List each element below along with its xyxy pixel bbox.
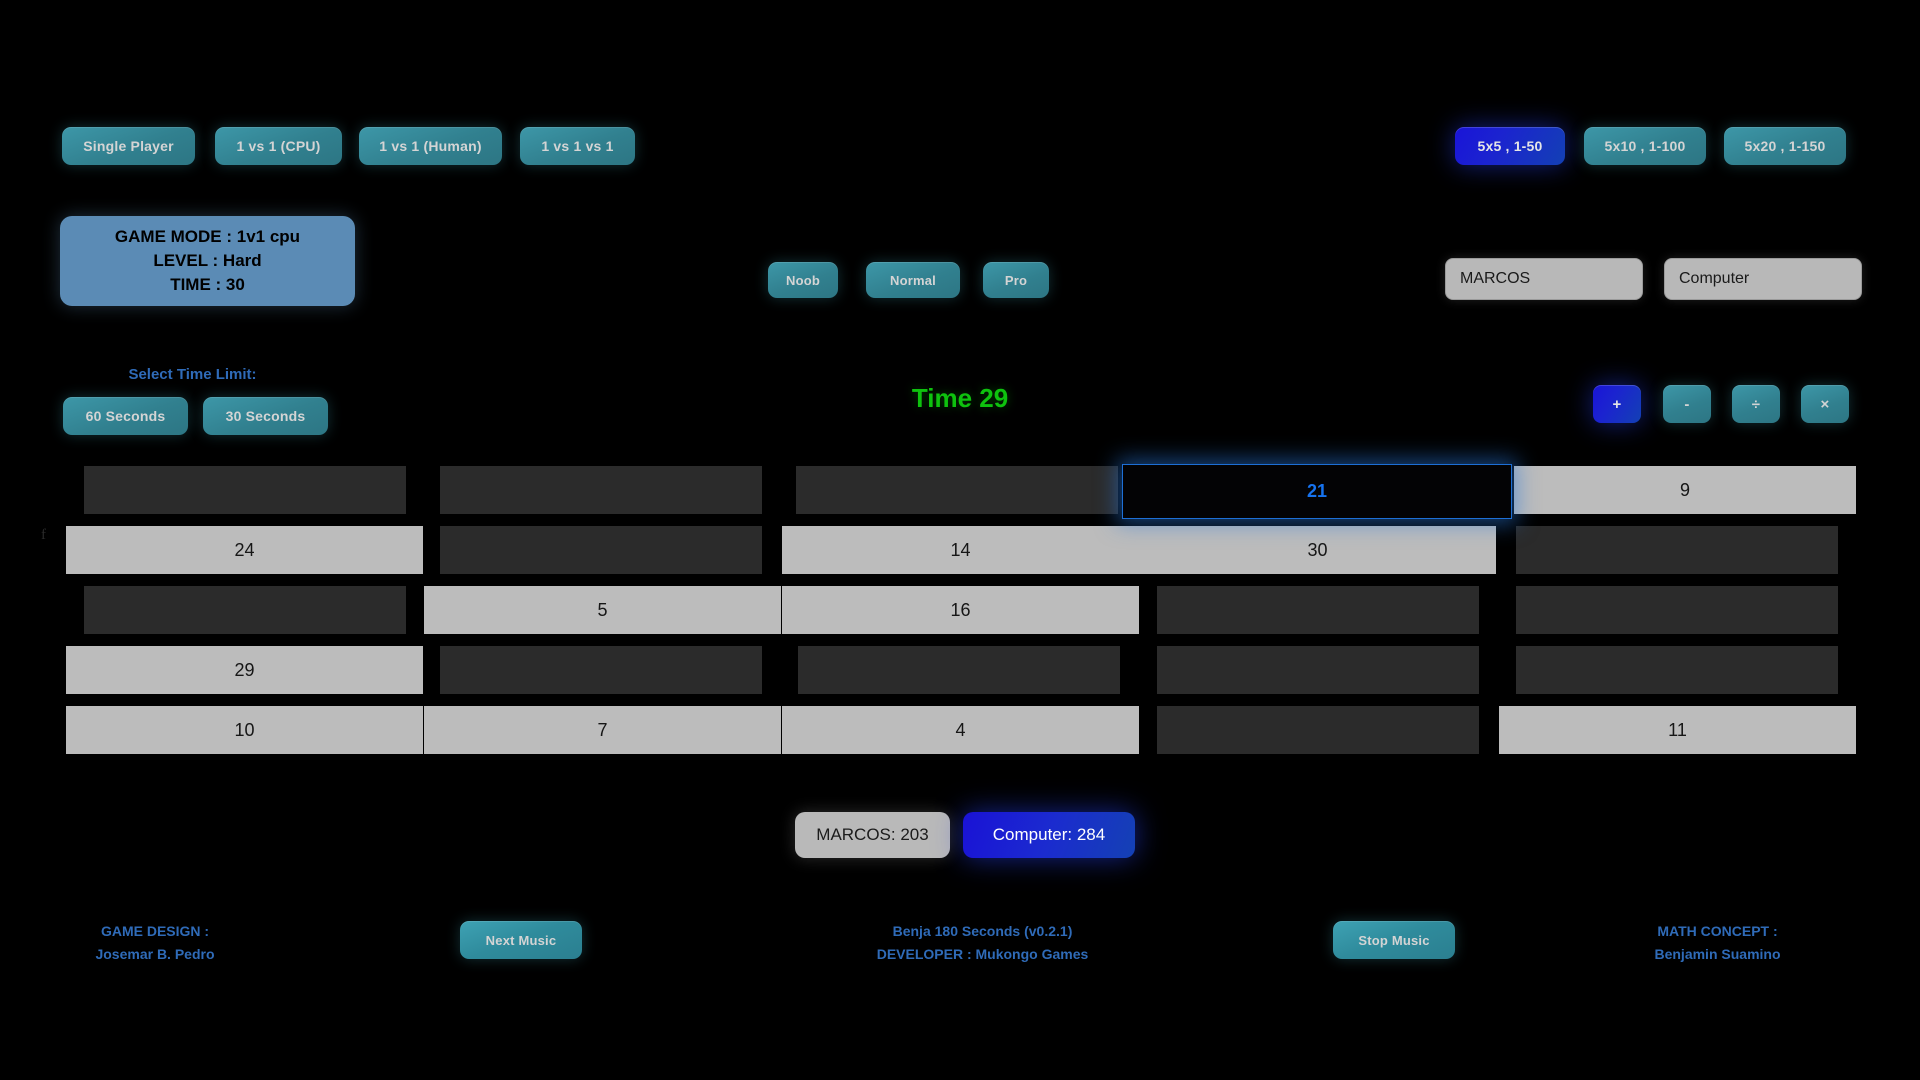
size-button-5x10-1-100[interactable]: 5x10 , 1-100 <box>1584 127 1706 165</box>
info-level: LEVEL : Hard <box>153 251 262 270</box>
stop-music-label: Stop Music <box>1358 932 1430 948</box>
grid-cell-value: 14 <box>950 539 971 560</box>
grid-cell-value: 24 <box>234 539 255 560</box>
math-concept-credit: MATH CONCEPT : Benjamin Suamino <box>1585 920 1850 966</box>
grid-cell-value: 21 <box>1306 481 1328 501</box>
app-title-credit: Benja 180 Seconds (v0.2.1) DEVELOPER : M… <box>710 920 1255 966</box>
grid-cell[interactable] <box>1516 646 1838 694</box>
size-button-label: 5x5 , 1-50 <box>1477 138 1543 154</box>
time-limit-button-30-seconds[interactable]: 30 Seconds <box>203 397 328 435</box>
grid-cell-value: 11 <box>1668 719 1687 740</box>
grid-cell[interactable]: 7 <box>424 706 781 754</box>
grid-cell[interactable] <box>84 586 406 634</box>
grid-cell[interactable]: 11 <box>1499 706 1856 754</box>
grid-cell[interactable]: 16 <box>782 586 1139 634</box>
size-button-5x20-1-150[interactable]: 5x20 , 1-150 <box>1724 127 1846 165</box>
edge-glyph: f <box>41 527 46 543</box>
mode-tab-label: 1 vs 1 vs 1 <box>541 138 614 154</box>
game-design-label: GAME DESIGN : <box>100 923 210 939</box>
difficulty-button-normal[interactable]: Normal <box>866 262 960 298</box>
grid-cell[interactable] <box>440 526 762 574</box>
player1-name-input[interactable] <box>1445 258 1643 300</box>
grid-cell[interactable]: 24 <box>66 526 423 574</box>
grid-cell[interactable] <box>798 646 1120 694</box>
math-concept-label: MATH CONCEPT : <box>1657 923 1778 939</box>
grid-cell[interactable]: 30 <box>1139 526 1496 574</box>
info-game-mode: GAME MODE : 1v1 cpu <box>114 227 301 246</box>
game-info-panel: GAME MODE : 1v1 cpu LEVEL : Hard TIME : … <box>60 216 355 306</box>
time-limit-button-60-seconds[interactable]: 60 Seconds <box>63 397 188 435</box>
operation-button-label: × <box>1820 395 1830 413</box>
grid-cell[interactable] <box>440 466 762 514</box>
mode-tab-1-vs-1-vs-1[interactable]: 1 vs 1 vs 1 <box>520 127 635 165</box>
mode-tab-1-vs-1-human[interactable]: 1 vs 1 (Human) <box>359 127 502 165</box>
grid-cell[interactable]: 9 <box>1514 466 1856 514</box>
mode-tab-label: 1 vs 1 (CPU) <box>236 138 321 154</box>
operation-button-label: ÷ <box>1751 395 1761 413</box>
difficulty-button-noob[interactable]: Noob <box>768 262 838 298</box>
operation-button-multiply-icon[interactable]: × <box>1801 385 1849 423</box>
math-concept-name: Benjamin Suamino <box>1654 946 1781 962</box>
mode-tab-single-player[interactable]: Single Player <box>62 127 195 165</box>
operation-button-divide-icon[interactable]: ÷ <box>1732 385 1780 423</box>
app-developer: DEVELOPER : Mukongo Games <box>876 946 1089 962</box>
grid-cell[interactable] <box>1157 646 1479 694</box>
game-design-name: Josemar B. Pedro <box>95 946 215 962</box>
next-music-label: Next Music <box>485 932 557 948</box>
game-design-credit: GAME DESIGN : Josemar B. Pedro <box>30 920 280 966</box>
grid-cell-value: 5 <box>597 599 608 620</box>
grid-cell[interactable] <box>1516 586 1838 634</box>
difficulty-button-pro[interactable]: Pro <box>983 262 1049 298</box>
grid-cell-value: 4 <box>955 719 966 740</box>
grid-cell[interactable]: 14 <box>782 526 1139 574</box>
time-limit-button-label: 30 Seconds <box>225 408 306 424</box>
grid-cell[interactable]: 21 <box>1122 464 1512 519</box>
app-title: Benja 180 Seconds (v0.2.1) <box>892 923 1073 939</box>
next-music-button[interactable]: Next Music <box>460 921 582 959</box>
grid-cell[interactable] <box>1516 526 1838 574</box>
operation-button-label: + <box>1612 395 1622 413</box>
score-label: MARCOS: 203 <box>816 825 929 844</box>
grid-cell[interactable] <box>84 466 406 514</box>
grid-cell-value: 16 <box>950 599 971 620</box>
grid-cell-value: 7 <box>597 719 608 740</box>
difficulty-button-label: Normal <box>890 272 936 288</box>
score-label: Computer: 284 <box>992 825 1106 844</box>
difficulty-button-label: Pro <box>1004 272 1028 288</box>
grid-cell[interactable] <box>1157 586 1479 634</box>
time-limit-button-label: 60 Seconds <box>85 408 166 424</box>
grid-cell-value: 9 <box>1679 479 1690 500</box>
mode-tab-label: Single Player <box>83 138 174 154</box>
player2-name-input[interactable] <box>1664 258 1862 300</box>
operation-button-label: - <box>1684 395 1690 413</box>
time-limit-label: Select Time Limit: <box>128 366 257 383</box>
score-button-1[interactable]: MARCOS: 203 <box>795 812 950 858</box>
grid-cell[interactable]: 4 <box>782 706 1139 754</box>
grid-cell[interactable]: 29 <box>66 646 423 694</box>
operation-button-minus-icon[interactable]: - <box>1663 385 1711 423</box>
grid-cell-value: 10 <box>234 719 255 740</box>
size-button-label: 5x20 , 1-150 <box>1744 138 1826 154</box>
operation-button-plus-icon[interactable]: + <box>1593 385 1641 423</box>
grid-cell-value: 29 <box>234 659 255 680</box>
stop-music-button[interactable]: Stop Music <box>1333 921 1455 959</box>
mode-tab-label: 1 vs 1 (Human) <box>379 138 482 154</box>
score-button-2[interactable]: Computer: 284 <box>963 812 1135 858</box>
difficulty-button-label: Noob <box>785 272 820 288</box>
countdown-timer: Time 29 <box>911 383 1009 413</box>
grid-cell[interactable]: 5 <box>424 586 781 634</box>
mode-tab-1-vs-1-cpu[interactable]: 1 vs 1 (CPU) <box>215 127 342 165</box>
grid-cell[interactable] <box>1157 706 1479 754</box>
grid-cell[interactable] <box>440 646 762 694</box>
size-button-label: 5x10 , 1-100 <box>1604 138 1686 154</box>
grid-cell[interactable] <box>796 466 1118 514</box>
info-time: TIME : 30 <box>170 275 245 294</box>
grid-cell[interactable]: 10 <box>66 706 423 754</box>
grid-cell-value: 30 <box>1307 539 1328 560</box>
size-button-5x5-1-50[interactable]: 5x5 , 1-50 <box>1455 127 1565 165</box>
